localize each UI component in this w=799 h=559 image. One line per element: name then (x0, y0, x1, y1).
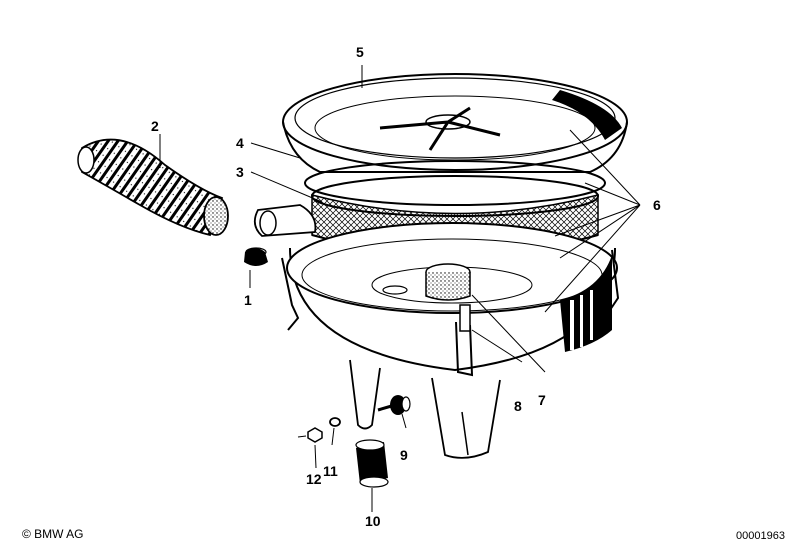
part-label-9: 9 (400, 447, 408, 463)
filter-lid (282, 73, 628, 173)
nut-12 (297, 427, 323, 443)
grommet-1 (244, 247, 268, 266)
leader-lines (159, 65, 641, 512)
part-label-11: 11 (323, 463, 338, 479)
part-label-2: 2 (151, 118, 159, 134)
part-label-12: 12 (306, 471, 322, 487)
seal-ring (304, 160, 606, 206)
part-label-10: 10 (365, 513, 381, 529)
part-label-6: 6 (653, 197, 661, 213)
part-label-1: 1 (244, 292, 252, 308)
part-label-3: 3 (236, 164, 244, 180)
filter-housing (253, 204, 620, 459)
copyright-notice: © BMW AG (22, 527, 84, 541)
part-label-7: 7 (538, 392, 546, 408)
stud-bolt-9 (377, 395, 411, 415)
part-label-5: 5 (356, 44, 364, 60)
part-label-8: 8 (514, 398, 522, 414)
part-label-4: 4 (236, 135, 244, 151)
document-number: 00001963 (736, 530, 785, 542)
rubber-mount-10 (355, 439, 389, 488)
intake-hose (77, 138, 229, 237)
washer-11 (329, 417, 341, 427)
